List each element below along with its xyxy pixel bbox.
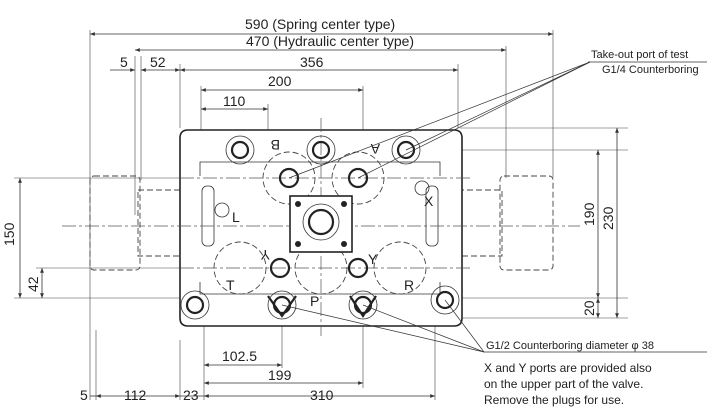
note-xy-line-2: on the upper part of the valve. (484, 377, 643, 391)
port-label-l: L (232, 209, 240, 225)
horizontal-dimensions (90, 32, 553, 398)
dim-20: 20 (581, 300, 597, 316)
dim-5-bottom: 5 (80, 387, 88, 403)
dim-5-top: 5 (120, 54, 128, 70)
dim-102-5: 102.5 (222, 348, 257, 364)
note-test-port-2: G1/4 Counterboring (602, 64, 699, 76)
dim-310: 310 (310, 387, 334, 403)
port-label-t: T (226, 277, 235, 293)
dim-200: 200 (268, 73, 292, 89)
dim-150: 150 (1, 222, 17, 246)
dim-spring-center: 590 (Spring center type) (245, 16, 395, 32)
dim-356: 356 (300, 54, 324, 70)
note-test-port-1: Take-out port of test (591, 49, 688, 61)
dim-52: 52 (150, 54, 166, 70)
extension-lines-horizontal (14, 127, 628, 319)
dim-23: 23 (183, 387, 199, 403)
port-label-r: R (404, 277, 414, 293)
mounting-bolts (180, 135, 460, 320)
pilot-block (289, 195, 353, 253)
spring-covers (89, 175, 554, 271)
port-label-a: A (370, 141, 380, 157)
dim-hydraulic-center: 470 (Hydraulic center type) (246, 33, 414, 49)
dim-110: 110 (223, 93, 246, 109)
port-label-x: X (424, 193, 434, 209)
dim-190: 190 (581, 202, 597, 226)
note-xy-line-3: Remove the plugs for use. (484, 393, 624, 407)
port-label-p: P (310, 293, 319, 309)
port-labels: B A X L T Y Y P R (226, 137, 434, 309)
extension-lines (89, 30, 554, 400)
port-label-b: B (271, 137, 280, 153)
dim-42: 42 (25, 276, 41, 292)
port-label-y-right: Y (368, 251, 378, 267)
vertical-dimensions (18, 128, 619, 318)
note-counterboring-38: G1/2 Counterboring diameter φ 38 (486, 340, 654, 352)
dim-112: 112 (124, 387, 147, 403)
port-label-y-left: Y (260, 247, 270, 263)
dim-230: 230 (600, 206, 616, 230)
leader-lines (281, 61, 707, 353)
notes: Take-out port of test G1/4 Counterboring… (484, 49, 699, 407)
dimension-labels: 590 (Spring center type) 470 (Hydraulic … (1, 16, 616, 403)
dim-199: 199 (268, 367, 292, 383)
note-xy-line-1: X and Y ports are provided also (484, 361, 652, 375)
